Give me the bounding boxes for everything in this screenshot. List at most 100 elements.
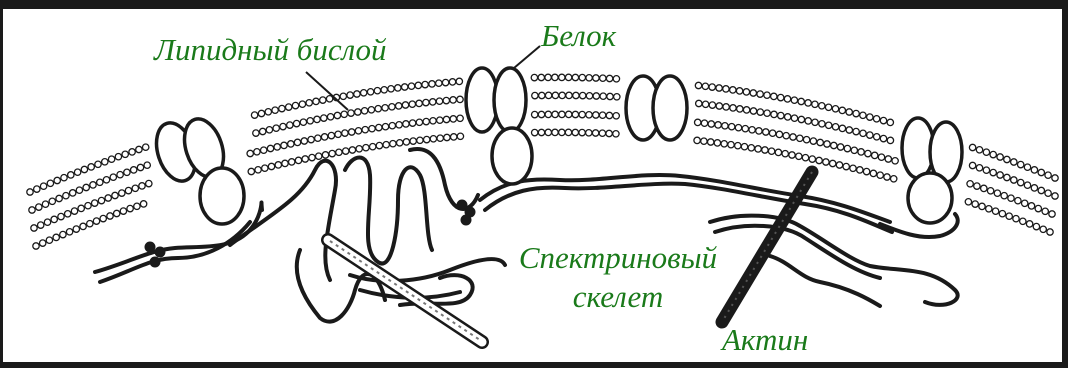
lipid-head — [328, 132, 334, 138]
lipid-head — [416, 119, 422, 125]
lipid-head — [1020, 218, 1026, 224]
lipid-head — [1011, 177, 1017, 183]
lipid-head — [715, 122, 721, 128]
lipid-head — [545, 111, 551, 117]
lipid-head — [1045, 190, 1051, 196]
lipid-head — [51, 216, 57, 222]
lipid-head — [61, 175, 67, 181]
lipid-head — [825, 104, 831, 110]
lipid-head — [139, 183, 145, 189]
spectrin-strand — [100, 222, 250, 282]
lipid-head — [763, 129, 769, 135]
lipid-head — [46, 237, 52, 243]
lipid-head — [816, 157, 822, 163]
lipid-head — [990, 151, 996, 157]
lipid-head — [1042, 208, 1048, 214]
lipid-head — [98, 197, 104, 203]
lipid-head — [737, 106, 743, 112]
lipid-head — [265, 109, 271, 115]
lipid-head — [53, 234, 59, 240]
lipid-head — [545, 92, 551, 98]
lipid-head — [742, 126, 748, 132]
lipid-head — [288, 141, 294, 147]
lipid-head — [729, 124, 735, 130]
lipid-head — [735, 143, 741, 149]
lipid-head — [294, 139, 300, 145]
lipid-head — [368, 107, 374, 113]
lipid-head — [579, 111, 585, 117]
lipid-head — [27, 189, 33, 195]
lipid-head — [728, 142, 734, 148]
lipid-head — [701, 120, 707, 126]
lipid-head — [60, 231, 66, 237]
lipid-head — [538, 74, 544, 80]
lipid-head — [702, 101, 708, 107]
lipid-head — [349, 147, 355, 153]
lipid-head — [757, 109, 763, 115]
lipid-head — [92, 200, 98, 206]
lipid-head — [40, 183, 46, 189]
lipid-head — [552, 92, 558, 98]
lipid-head — [430, 136, 436, 142]
lipid-head — [716, 103, 722, 109]
lipid-head — [1006, 213, 1012, 219]
lipid-head — [819, 121, 825, 127]
lipid-head — [272, 107, 278, 113]
lipid-head — [778, 112, 784, 118]
lipid-head — [613, 76, 619, 82]
spectrin-strand — [230, 161, 336, 280]
lipid-head — [694, 137, 700, 143]
lipid-head — [457, 133, 463, 139]
lipid-head — [1033, 223, 1039, 229]
lipid-head — [361, 90, 367, 96]
lipid-head — [532, 92, 538, 98]
lipid-head — [397, 140, 403, 146]
lipid-head — [613, 131, 619, 137]
lipid-head — [877, 172, 883, 178]
lipid-head — [115, 154, 121, 160]
lipid-head — [750, 90, 756, 96]
lipid-head — [850, 165, 856, 171]
lipid-head — [70, 190, 76, 196]
ankyrin-knot — [145, 242, 155, 252]
lipid-head — [592, 130, 598, 136]
lipid-head — [552, 111, 558, 117]
lipid-head — [1001, 193, 1007, 199]
lipid-head — [1018, 179, 1024, 185]
lipid-head — [143, 144, 149, 150]
lipid-head — [266, 127, 272, 133]
lipid-head — [71, 208, 77, 214]
ankyrin-knot — [150, 257, 160, 267]
lipid-head — [103, 177, 109, 183]
lipid-head — [44, 219, 50, 225]
lipid-head — [723, 86, 729, 92]
lipid-head — [722, 123, 728, 129]
lipid-head — [90, 182, 96, 188]
lipid-head — [449, 79, 455, 85]
ankyrin-knot — [457, 200, 467, 210]
lipid-head — [976, 165, 982, 171]
lipid-head — [253, 130, 259, 136]
lipid-head — [125, 187, 131, 193]
lipid-head — [884, 174, 890, 180]
protein-globule — [200, 168, 244, 224]
lipid-head — [1047, 229, 1053, 235]
lipid-head — [796, 153, 802, 159]
lipid-head — [119, 190, 125, 196]
lipid-head — [974, 183, 980, 189]
lipid-head — [782, 151, 788, 157]
lipid-head — [771, 111, 777, 117]
lipid-head — [370, 144, 376, 150]
lipid-head — [844, 145, 850, 151]
lipid-head — [422, 81, 428, 87]
lipid-head — [755, 146, 761, 152]
lipid-head — [38, 222, 44, 228]
lipid-head — [1026, 221, 1032, 227]
lipid-head — [791, 97, 797, 103]
lipid-head — [78, 205, 84, 211]
lipid-head — [76, 187, 82, 193]
lipid-head — [812, 101, 818, 107]
lipid-head — [730, 105, 736, 111]
lipid-head — [1018, 161, 1024, 167]
lipid-head — [362, 127, 368, 133]
